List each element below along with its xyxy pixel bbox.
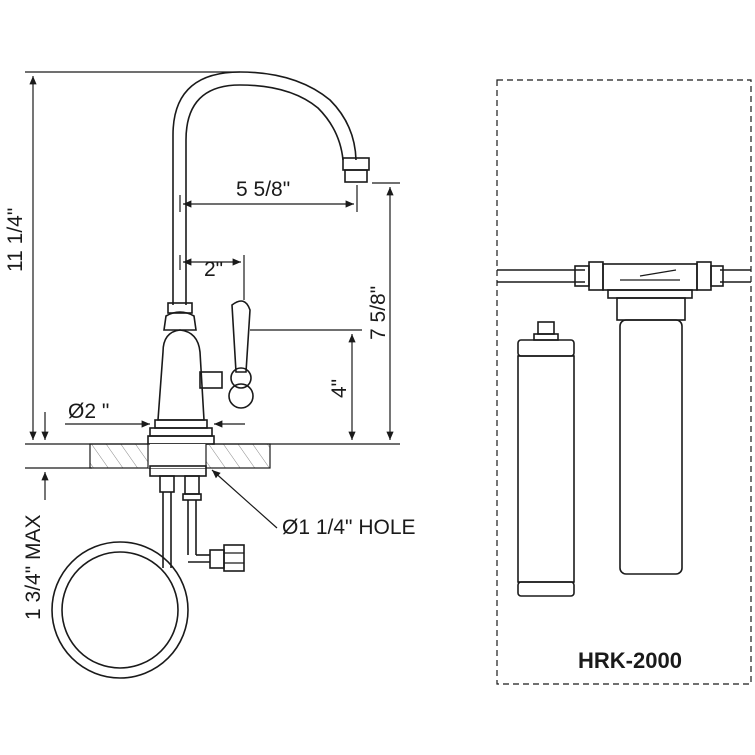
dim-deck-thickness: 1 3/4" MAX	[22, 514, 45, 620]
faucet-drawing	[147, 71, 370, 445]
dim-handle-height: 4"	[328, 379, 351, 398]
filter-cartridge	[517, 321, 575, 597]
supply-hoses	[51, 475, 245, 679]
dim-spout-height: 7 5/8"	[367, 286, 390, 340]
dim-base-diameter: Ø2 "	[68, 400, 109, 423]
filter-housing	[616, 297, 686, 575]
filter-model-label: HRK-2000	[578, 648, 682, 673]
dimension-lines	[25, 71, 400, 529]
countertop-deck	[89, 443, 271, 477]
dim-hole-size: Ø1 1/4" HOLE	[282, 516, 416, 539]
dim-handle-offset: 2"	[204, 258, 223, 281]
filter-kit-panel: HRK-2000	[496, 79, 752, 685]
filter-head	[574, 261, 724, 299]
dim-height-total: 11 1/4"	[4, 208, 27, 272]
dim-spout-reach: 5 5/8"	[236, 178, 290, 201]
